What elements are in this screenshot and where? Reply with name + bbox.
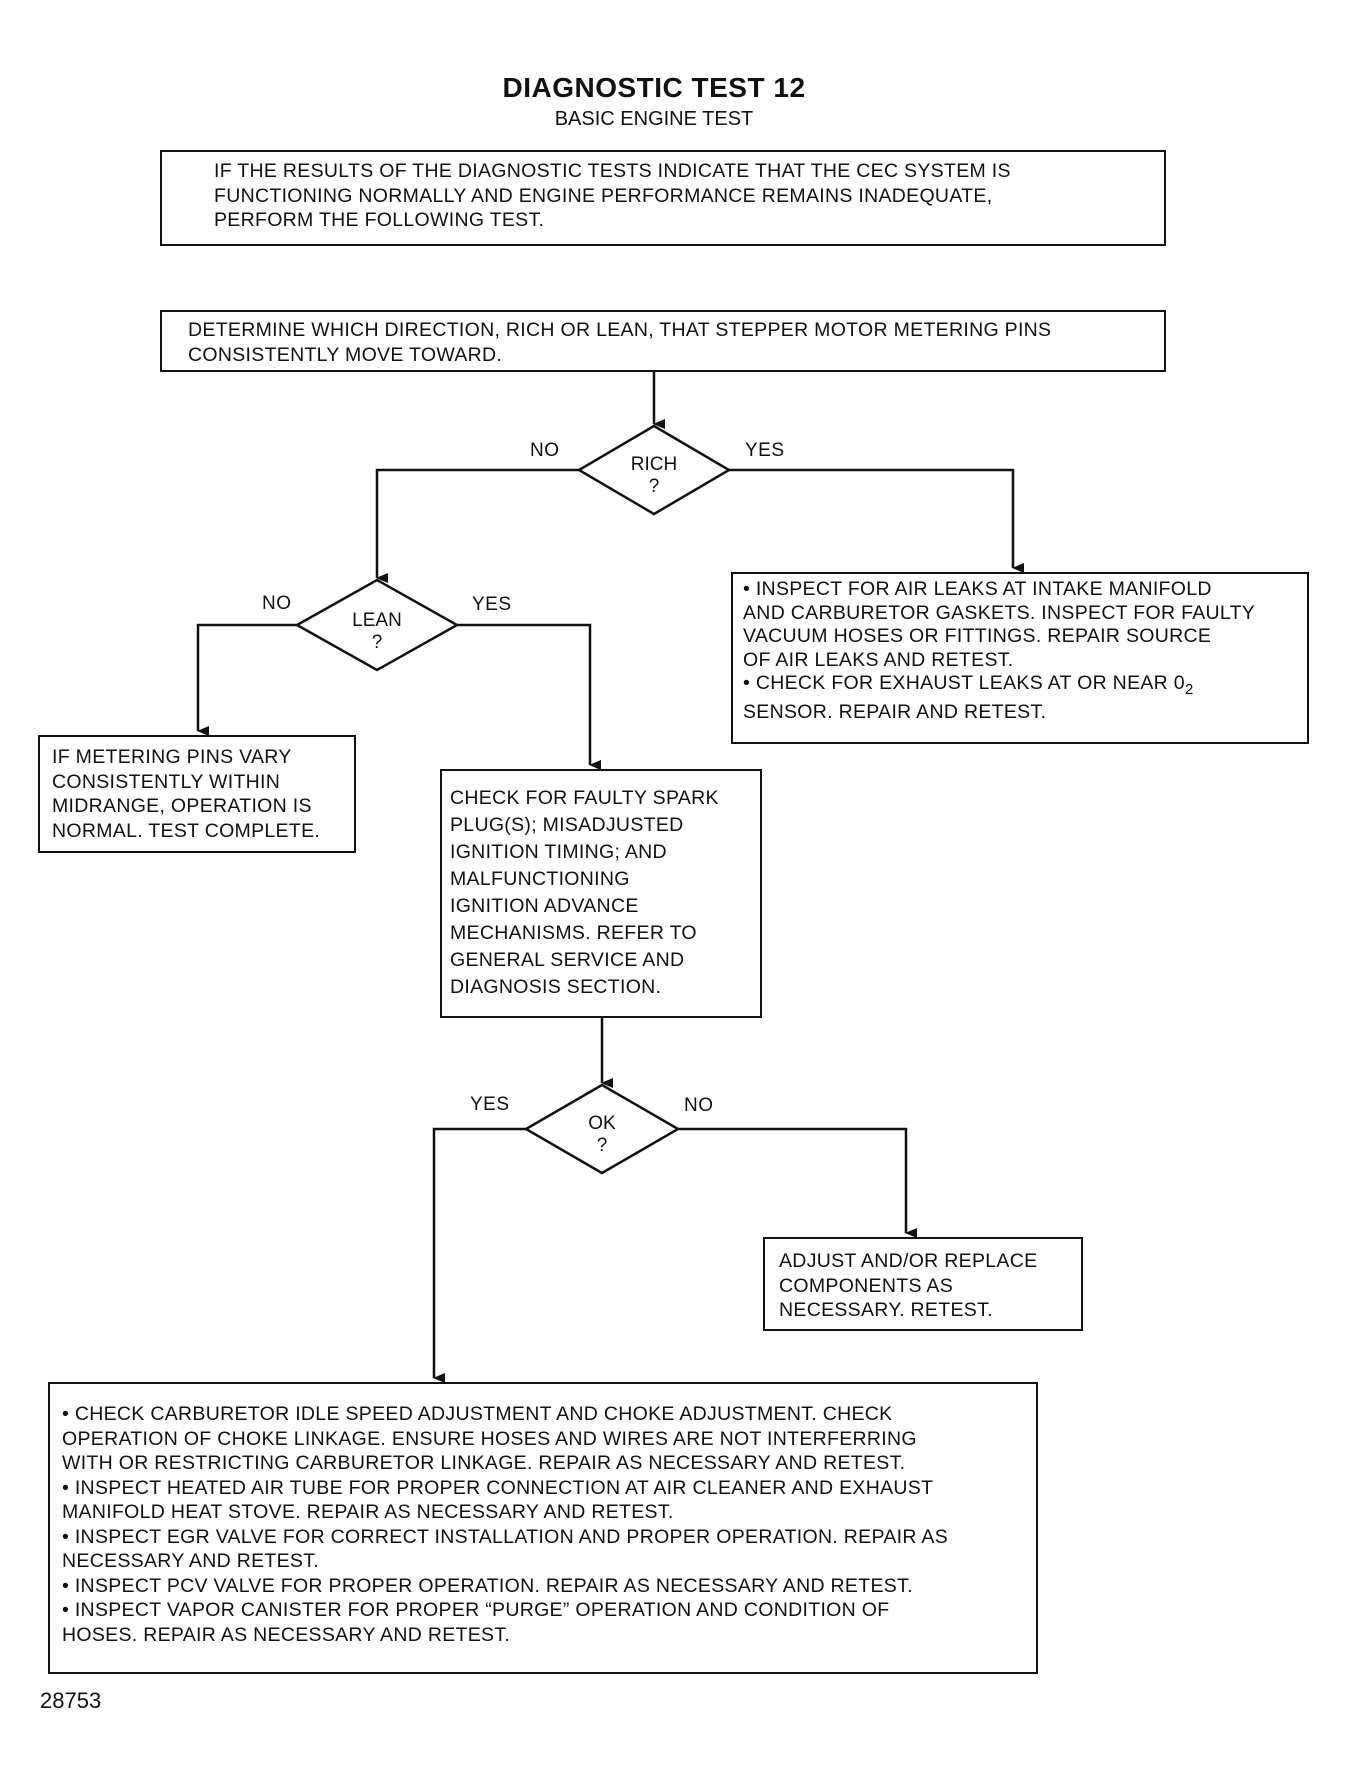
spark-line: IGNITION TIMING; AND: [450, 841, 667, 863]
determine-line: CONSISTENTLY MOVE TOWARD.: [188, 343, 503, 366]
o2-subscript: 2: [1184, 680, 1194, 698]
rich-question-mark: ?: [648, 476, 660, 497]
rich-text: RICH: [630, 454, 678, 475]
diagram-title: DIAGNOSTIC TEST 12: [502, 72, 806, 103]
intro-line: PERFORM THE FOLLOWING TEST.: [214, 209, 545, 231]
ok-no-label: NO: [684, 1095, 714, 1116]
arrow-rich-yes-to-air-leaks: [729, 468, 1024, 573]
spark-line: MALFUNCTIONING: [450, 868, 630, 890]
metering-line: IF METERING PINS VARY: [52, 746, 292, 768]
determine-line: DETERMINE WHICH DIRECTION, RICH OR LEAN,…: [188, 319, 1052, 341]
arrow-rich-no-to-lean: [375, 468, 579, 583]
lean-text: LEAN: [352, 610, 402, 631]
final-line: • INSPECT EGR VALVE FOR CORRECT INSTALLA…: [62, 1525, 948, 1548]
rich-decision: [576, 424, 732, 516]
metering-line: NORMAL. TEST COMPLETE.: [52, 819, 321, 842]
adjust-replace-box: ADJUST AND/OR REPLACE COMPONENTS AS NECE…: [763, 1237, 1083, 1331]
rich-decision-label: RICH ?: [604, 454, 704, 498]
ok-decision-label: OK ?: [552, 1113, 652, 1157]
final-line: • INSPECT PCV VALVE FOR PROPER OPERATION…: [62, 1574, 913, 1597]
air-leaks-line: • CHECK FOR EXHAUST LEAKS AT OR NEAR 02: [743, 672, 1307, 701]
spark-line: DIAGNOSIS SECTION.: [450, 976, 662, 998]
air-leaks-line: AND CARBURETOR GASKETS. INSPECT FOR FAUL…: [743, 601, 1256, 624]
figure-number: 28753: [40, 1688, 102, 1713]
metering-line: CONSISTENTLY WITHIN: [52, 770, 281, 793]
intro-line: FUNCTIONING NORMALLY AND ENGINE PERFORMA…: [214, 184, 993, 207]
lean-yes-label: YES: [472, 594, 512, 615]
arrow-ok-no-to-adjust: [678, 1127, 917, 1238]
air-leaks-line: VACUUM HOSES OR FITTINGS. REPAIR SOURCE: [743, 625, 1212, 647]
lean-decision: [294, 578, 460, 672]
air-leaks-line: SENSOR. REPAIR AND RETEST.: [743, 701, 1047, 724]
adjust-line: ADJUST AND/OR REPLACE: [779, 1250, 1038, 1272]
air-leaks-line-text: • CHECK FOR EXHAUST LEAKS AT OR NEAR 0: [743, 672, 1185, 694]
lean-no-label: NO: [262, 593, 292, 614]
rich-no-label: NO: [530, 440, 560, 461]
metering-normal-box: IF METERING PINS VARY CONSISTENTLY WITHI…: [38, 735, 356, 853]
spark-line: CHECK FOR FAULTY SPARK: [450, 787, 719, 809]
arrow-ok-yes-to-final: [432, 1127, 526, 1383]
spark-line: MECHANISMS. REFER TO: [450, 922, 697, 944]
spark-line: PLUG(S); MISADJUSTED: [450, 814, 684, 836]
final-line: • CHECK CARBURETOR IDLE SPEED ADJUSTMENT…: [62, 1403, 893, 1425]
determine-direction-box: DETERMINE WHICH DIRECTION, RICH OR LEAN,…: [160, 310, 1166, 372]
ok-text: OK: [588, 1113, 616, 1134]
rich-yes-label: YES: [745, 440, 785, 461]
intro-line: IF THE RESULTS OF THE DIAGNOSTIC TESTS I…: [214, 160, 1011, 182]
spark-check-box: CHECK FOR FAULTY SPARK PLUG(S); MISADJUS…: [440, 769, 762, 1018]
ok-decision: [523, 1083, 681, 1175]
ok-yes-label: YES: [470, 1094, 510, 1115]
final-line: MANIFOLD HEAT STOVE. REPAIR AS NECESSARY…: [62, 1501, 674, 1523]
air-leaks-line: OF AIR LEAKS AND RETEST.: [743, 648, 1014, 671]
lean-decision-label: LEAN ?: [327, 610, 427, 654]
final-checks-box: • CHECK CARBURETOR IDLE SPEED ADJUSTMENT…: [48, 1382, 1038, 1674]
final-line: HOSES. REPAIR AS NECESSARY AND RETEST.: [62, 1623, 511, 1646]
air-leaks-box: • INSPECT FOR AIR LEAKS AT INTAKE MANIFO…: [731, 572, 1309, 744]
air-leaks-line: • INSPECT FOR AIR LEAKS AT INTAKE MANIFO…: [743, 578, 1212, 600]
diagram-subtitle: BASIC ENGINE TEST: [554, 108, 754, 130]
arrow-lean-no-to-metering: [196, 623, 297, 736]
spark-line: GENERAL SERVICE AND: [450, 949, 685, 971]
intro-box: IF THE RESULTS OF THE DIAGNOSTIC TESTS I…: [160, 150, 1166, 246]
final-line: NECESSARY AND RETEST.: [62, 1550, 319, 1572]
final-line: OPERATION OF CHOKE LINKAGE. ENSURE HOSES…: [62, 1427, 917, 1450]
spark-line: IGNITION ADVANCE: [450, 895, 639, 917]
final-line: WITH OR RESTRICTING CARBURETOR LINKAGE. …: [62, 1452, 906, 1474]
arrow-lean-yes-to-spark: [457, 623, 601, 770]
final-line: • INSPECT VAPOR CANISTER FOR PROPER “PUR…: [62, 1599, 890, 1621]
adjust-line: NECESSARY. RETEST.: [779, 1299, 993, 1321]
adjust-line: COMPONENTS AS: [779, 1274, 954, 1297]
lean-question-mark: ?: [371, 632, 383, 653]
metering-line: MIDRANGE, OPERATION IS: [52, 795, 312, 817]
ok-question-mark: ?: [596, 1135, 608, 1156]
final-line: • INSPECT HEATED AIR TUBE FOR PROPER CON…: [62, 1476, 934, 1499]
